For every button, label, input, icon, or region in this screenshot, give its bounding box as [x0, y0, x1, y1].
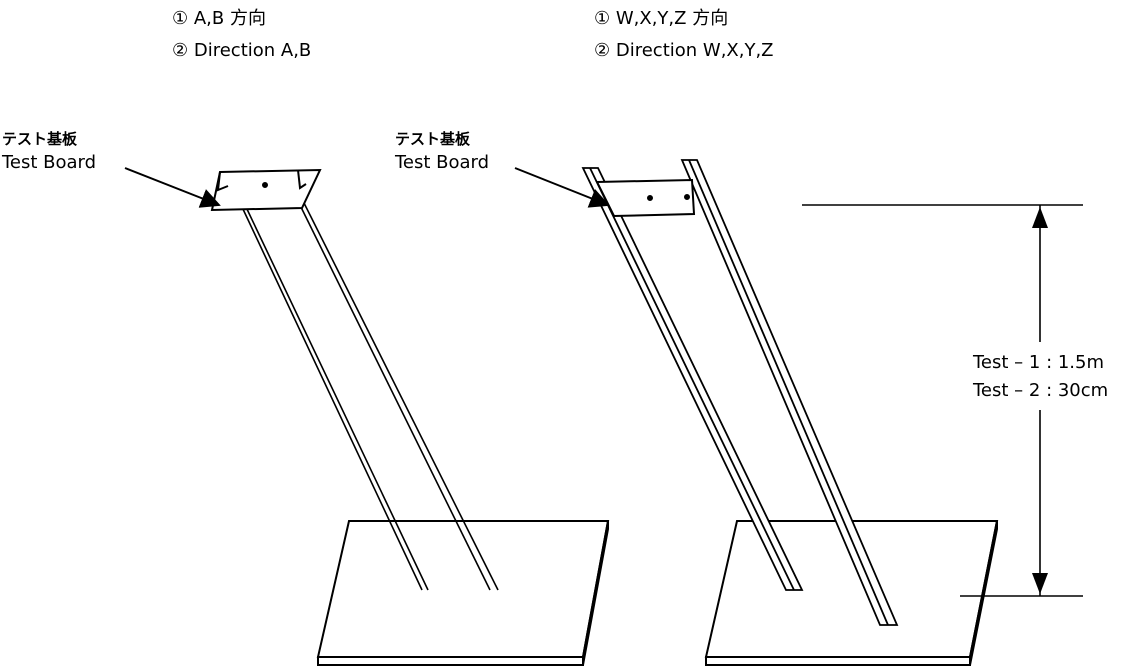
right-test-board-pointer	[514, 167, 610, 208]
left-support-rods	[241, 196, 499, 591]
left-base-plate	[316, 520, 610, 666]
right-heading-line1: ① W,X,Y,Z 方向	[594, 8, 729, 29]
left-heading-line2: ② Direction A,B	[172, 40, 312, 61]
dimension-arrow-top	[1032, 207, 1048, 228]
drop-height-test1: Test – 1 : 1.5m	[973, 352, 1105, 373]
right-support-channels	[581, 159, 899, 626]
height-dimension	[802, 204, 1083, 597]
right-test-board	[595, 178, 696, 218]
right-heading-line2: ② Direction W,X,Y,Z	[594, 40, 774, 61]
left-heading-line1: ① A,B 方向	[172, 8, 266, 29]
right-test-board-label-en: Test Board	[395, 152, 490, 173]
left-test-board-label-en: Test Board	[2, 152, 97, 173]
left-test-board-pointer	[124, 167, 221, 208]
left-test-board-label-jp: テスト基板	[2, 130, 78, 148]
drop-height-test2: Test – 2 : 30cm	[973, 380, 1109, 401]
left-test-board	[210, 168, 322, 212]
right-test-board-label-jp: テスト基板	[395, 130, 471, 148]
dimension-arrow-bottom	[1032, 573, 1048, 594]
